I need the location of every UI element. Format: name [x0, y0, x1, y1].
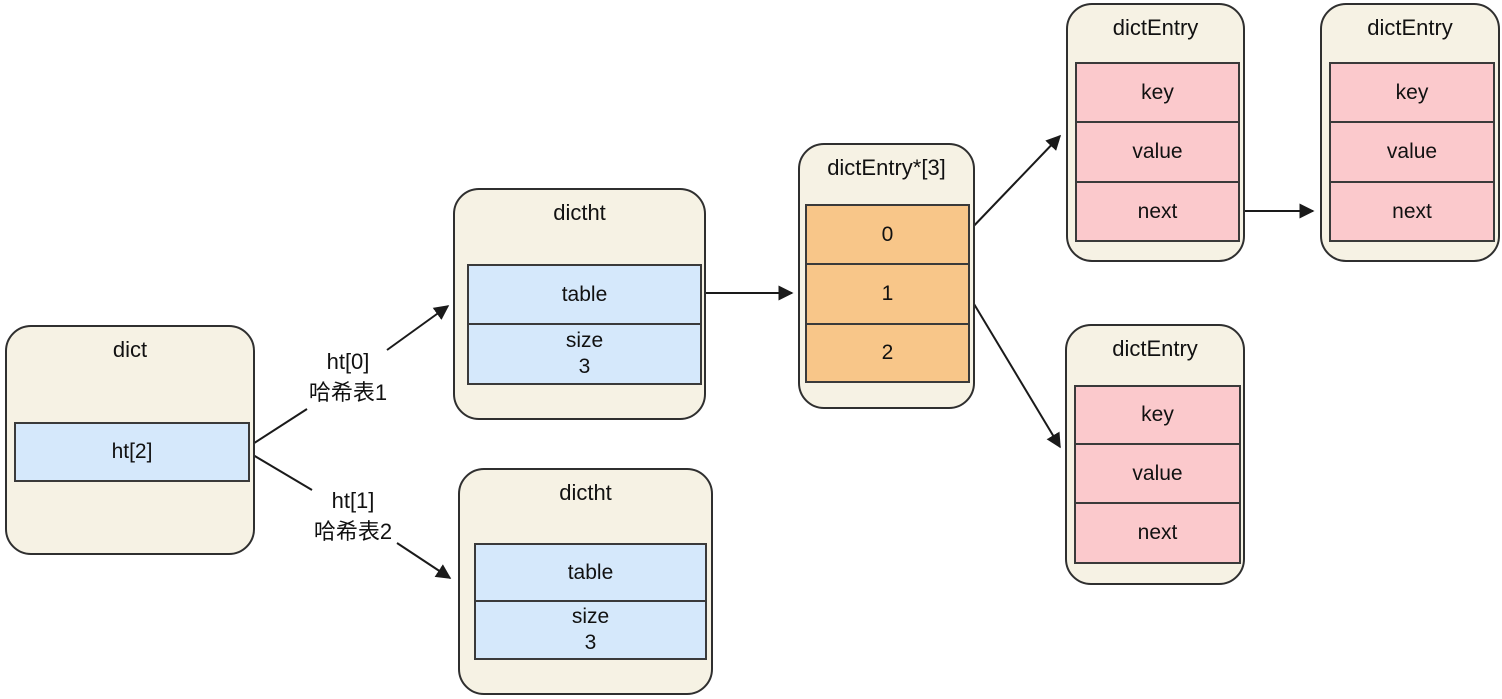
- edge-ht2-to-ht0-segment: [247, 408, 308, 448]
- entry-top-right-box: dictEntry key value next: [1320, 3, 1500, 262]
- edge-label-ht0-line1: ht[0]: [326, 349, 370, 374]
- entry-top-right-title: dictEntry: [1367, 15, 1453, 40]
- entry-bottom-box: dictEntry key value next: [1065, 324, 1245, 585]
- entry-bottom-title: dictEntry: [1112, 336, 1198, 361]
- entry-array-slot-0: 0: [805, 204, 970, 265]
- edge-ht1-arrow: [396, 542, 452, 579]
- dictht-bottom-field-size: size 3: [474, 600, 707, 660]
- entry-field-next: next: [1329, 181, 1495, 242]
- dictht-bottom-field-table: table: [474, 543, 707, 602]
- entry-field-key: key: [1074, 385, 1241, 445]
- entry-top-left-title: dictEntry: [1112, 15, 1199, 40]
- dictht-top-field-size: size 3: [467, 323, 702, 385]
- entry-field-value: value: [1329, 121, 1495, 183]
- entry-field-key: key: [1329, 62, 1495, 123]
- entry-field-next: next: [1075, 181, 1240, 242]
- entry-array-slot-2: 2: [805, 323, 970, 383]
- entry-array-box: dictEntry*[3] 0 1 2: [798, 143, 975, 409]
- entry-top-left-box: dictEntry key value next: [1066, 3, 1245, 262]
- edge-label-ht1-line2: 哈希表2: [313, 519, 393, 544]
- edge-label-ht0-line2: 哈希表1: [308, 380, 388, 405]
- dict-field-ht2: ht[2]: [14, 422, 250, 482]
- dictht-bottom-box: dictht table size 3: [458, 468, 713, 695]
- edge-label-ht0: ht[0] 哈希表1: [293, 346, 403, 408]
- entry-array-title: dictEntry*[3]: [827, 155, 946, 180]
- edge-slot1-to-entry-arrow: [967, 293, 1061, 449]
- edge-slot0-to-entry-arrow: [967, 134, 1062, 233]
- entry-field-next: next: [1074, 502, 1241, 564]
- dict-box: dict ht[2]: [5, 325, 255, 555]
- entry-array-slot-1: 1: [805, 263, 970, 325]
- size-value: 3: [584, 631, 597, 654]
- dict-title: dict: [112, 337, 148, 362]
- size-label: size: [571, 605, 610, 628]
- entry-field-value: value: [1075, 121, 1240, 183]
- dictht-top-box: dictht table size 3: [453, 188, 706, 420]
- dictht-bottom-title: dictht: [559, 480, 612, 505]
- edge-label-ht1: ht[1] 哈希表2: [298, 485, 408, 547]
- size-value: 3: [578, 355, 591, 378]
- edge-label-ht1-line1: ht[1]: [331, 488, 375, 513]
- size-label: size: [565, 329, 604, 352]
- entry-field-key: key: [1075, 62, 1240, 123]
- edge-ht0-arrow: [386, 305, 450, 351]
- entry-field-value: value: [1074, 443, 1241, 504]
- dictht-top-field-table: table: [467, 264, 702, 325]
- dictht-top-title: dictht: [553, 200, 606, 225]
